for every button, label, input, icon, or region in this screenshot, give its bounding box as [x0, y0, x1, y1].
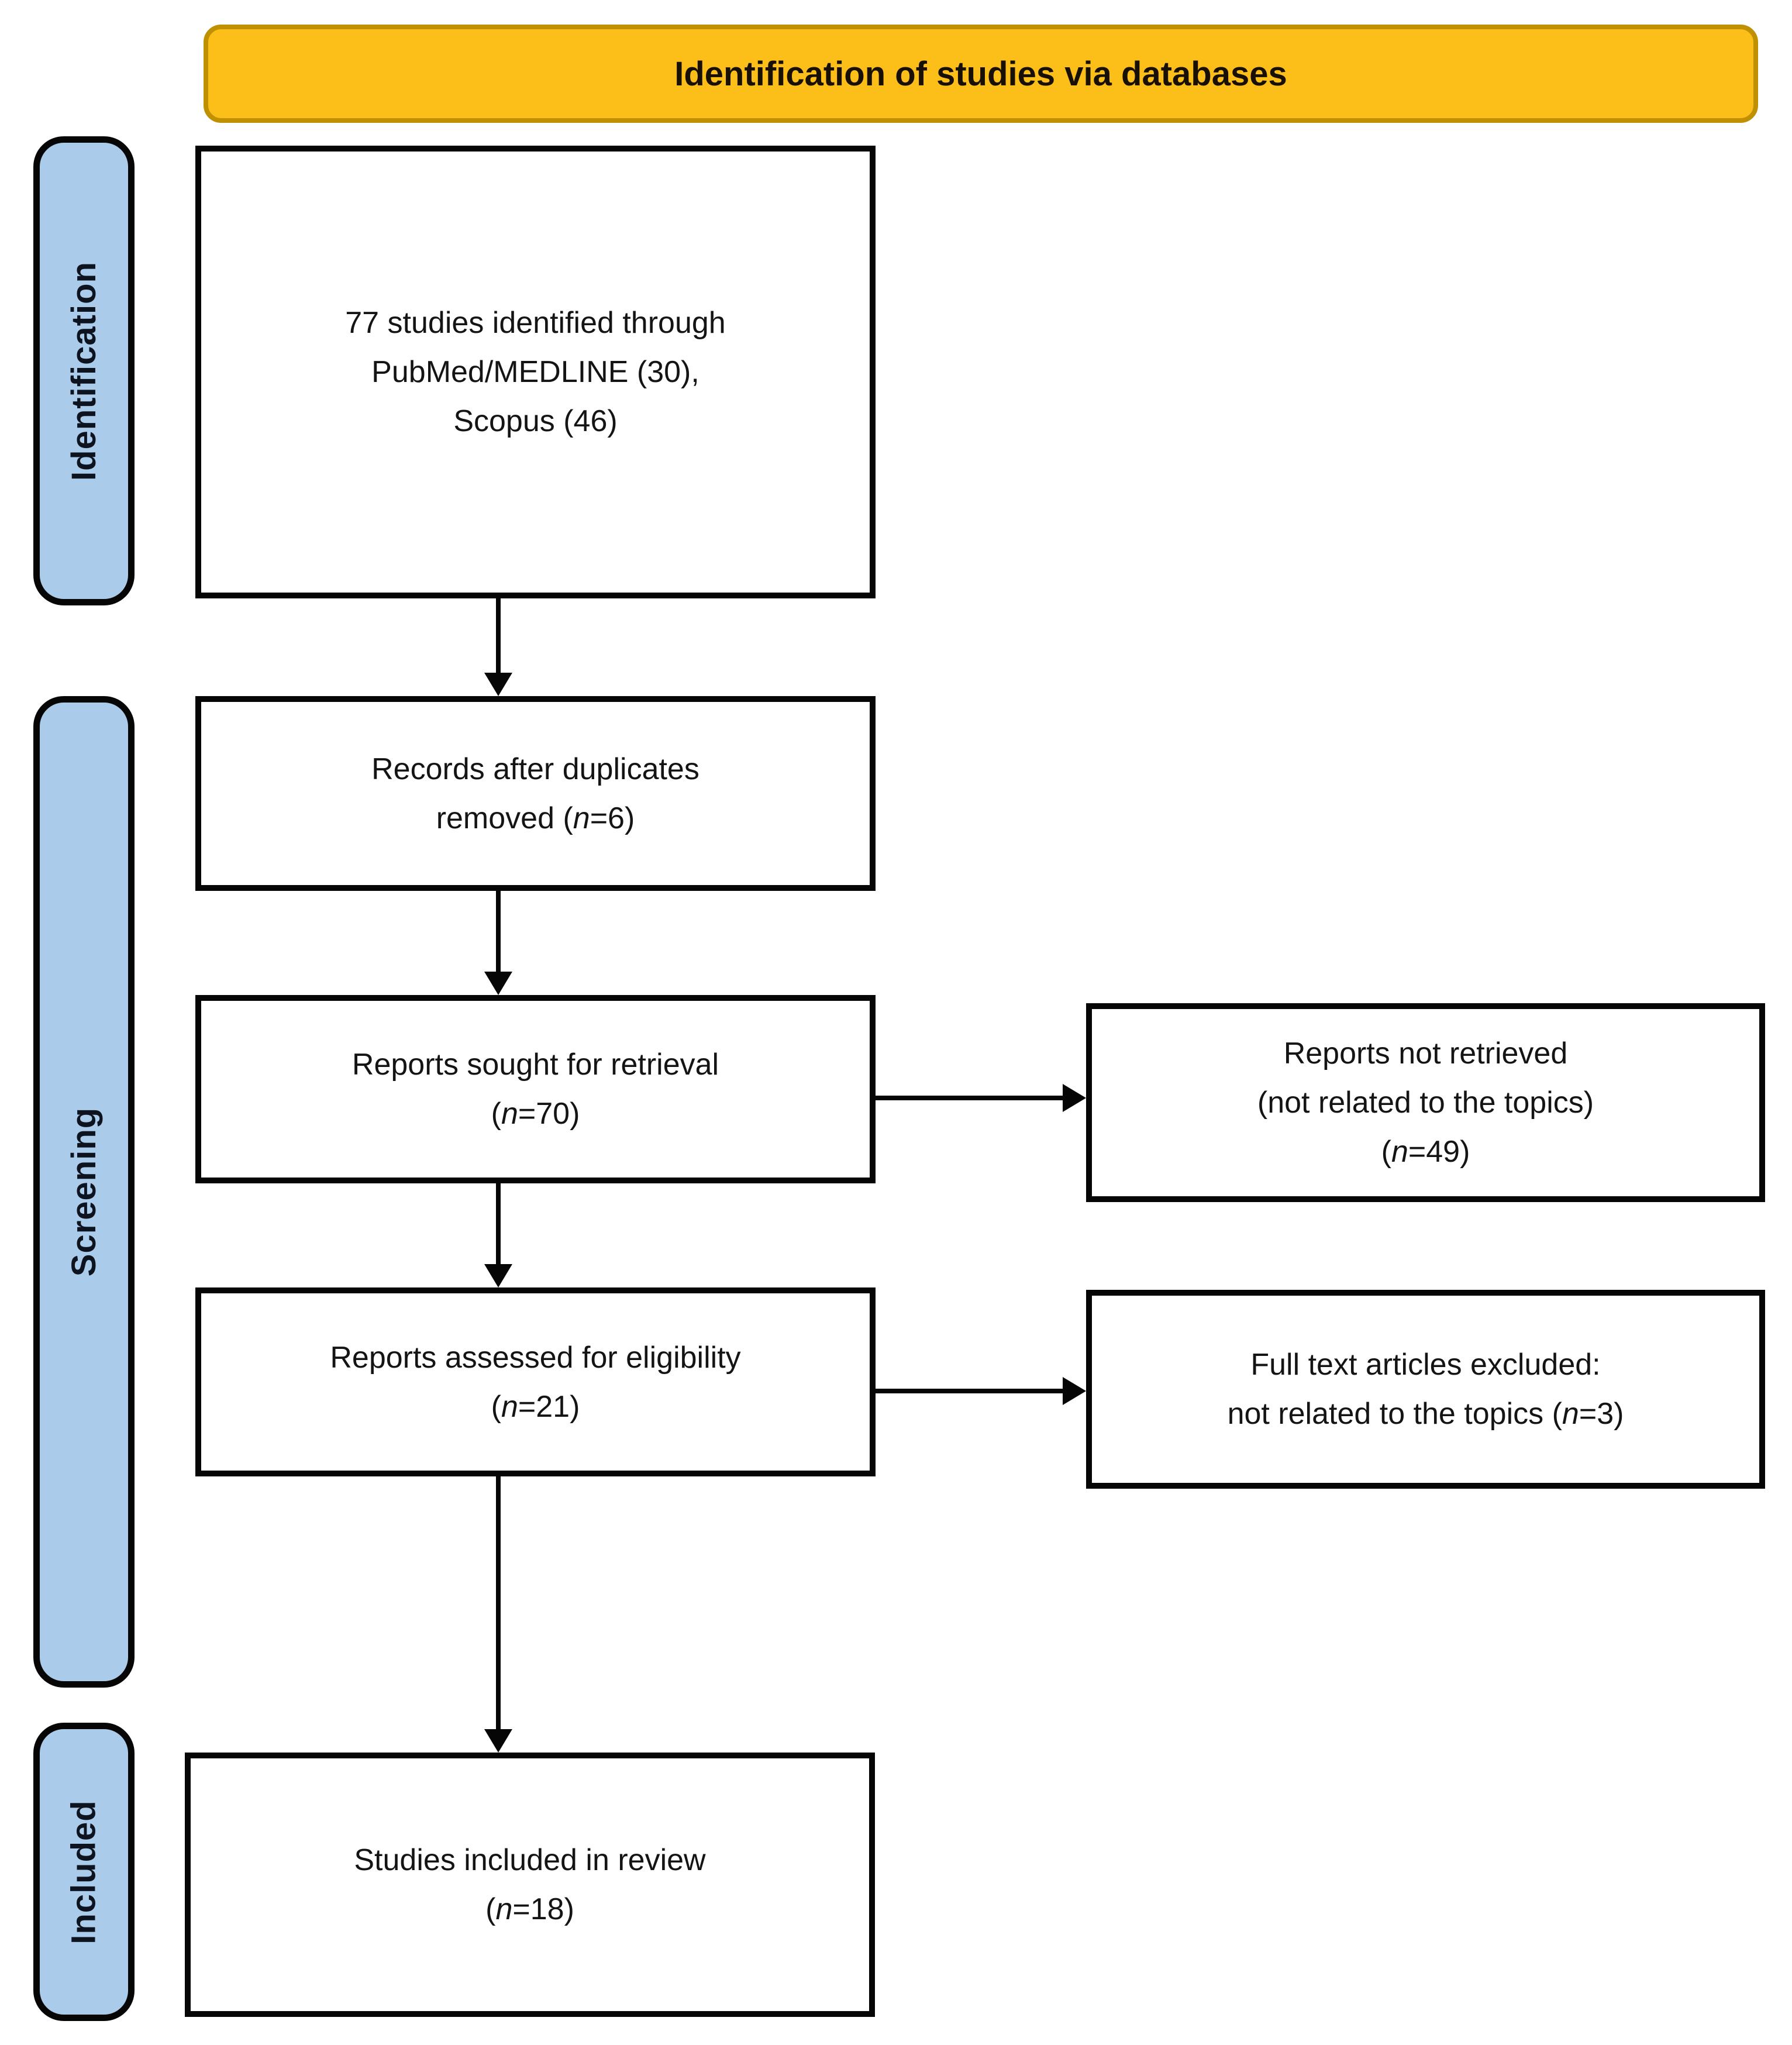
stage-label-screening: Screening [65, 1107, 103, 1277]
arrow-down-deduplicated-to-sought [496, 891, 501, 974]
box-text-line: Records after duplicates [371, 752, 699, 786]
box-text-line: (n=70) [491, 1089, 580, 1138]
box-text-line: (n=21) [491, 1382, 580, 1431]
arrowhead-down-icon [484, 1729, 512, 1753]
box-text-line: Scopus (46) [453, 404, 618, 438]
stage-bar-included: Included [33, 1723, 135, 2021]
box-reports-not-retrieved: Reports not retrieved (not related to th… [1086, 1003, 1765, 1202]
box-studies-identified: 77 studies identified through PubMed/MED… [195, 146, 876, 598]
n-italic: n [573, 801, 590, 835]
box-text-line: (n=49) [1381, 1127, 1470, 1176]
box-text-line: (n=18) [485, 1885, 574, 1934]
box-text-segment: =6) [590, 801, 635, 835]
box-text-segment: =70) [518, 1097, 580, 1131]
arrowhead-right-icon [1063, 1377, 1086, 1405]
box-full-text-articles-excluded: Full text articles excluded: not related… [1086, 1290, 1765, 1489]
box-text-line: not related to the topics (n=3) [1228, 1389, 1624, 1438]
box-text-segment: ( [485, 1892, 496, 1926]
stage-bar-screening: Screening [33, 696, 135, 1688]
box-text-segment: =21) [518, 1389, 580, 1424]
arrow-down-sought-to-assessed [496, 1183, 501, 1266]
arrow-right-sought-to-not-retrieved [876, 1096, 1065, 1100]
arrowhead-down-icon [484, 1264, 512, 1287]
box-text-line: removed (n=6) [436, 794, 635, 843]
box-text-segment: =49) [1408, 1135, 1470, 1169]
stage-bar-identification: Identification [33, 136, 135, 605]
banner-title: Identification of studies via databases [674, 54, 1287, 93]
arrow-right-assessed-to-excluded [876, 1389, 1065, 1393]
arrowhead-down-icon [484, 673, 512, 696]
n-italic: n [1562, 1397, 1579, 1431]
box-text-line: Reports assessed for eligibility [330, 1340, 741, 1375]
box-records-after-duplicates: Records after duplicates removed (n=6) [195, 696, 876, 891]
n-italic: n [501, 1097, 518, 1131]
box-text-segment: ( [491, 1097, 501, 1131]
box-text-line: 77 studies identified through [345, 306, 726, 340]
stage-label-included: Included [65, 1799, 103, 1944]
box-studies-included-in-review: Studies included in review (n=18) [185, 1753, 875, 2017]
arrow-down-identified-to-deduplicated [496, 598, 501, 675]
box-text-segment: ( [491, 1389, 501, 1424]
box-text-line: Studies included in review [354, 1843, 706, 1877]
box-text-segment: ( [1381, 1135, 1391, 1169]
box-text-segment: removed ( [436, 801, 573, 835]
box-text-line: Reports sought for retrieval [351, 1048, 719, 1082]
n-italic: n [1391, 1135, 1408, 1169]
box-text-segment: =18) [512, 1892, 574, 1926]
box-reports-sought-for-retrieval: Reports sought for retrieval (n=70) [195, 995, 876, 1183]
box-text-line: Reports not retrieved [1283, 1037, 1568, 1070]
banner-identification-via-databases: Identification of studies via databases [204, 25, 1758, 123]
box-text-segment: =3) [1579, 1397, 1624, 1431]
stage-label-identification: Identification [65, 261, 104, 481]
box-text-line: (not related to the topics) [1257, 1086, 1594, 1120]
box-text-segment: not related to the topics ( [1227, 1397, 1562, 1431]
n-italic: n [501, 1389, 518, 1424]
box-text-line: PubMed/MEDLINE (30), [371, 355, 699, 389]
arrowhead-right-icon [1063, 1084, 1086, 1112]
n-italic: n [495, 1892, 513, 1926]
box-reports-assessed-for-eligibility: Reports assessed for eligibility (n=21) [195, 1287, 876, 1476]
arrowhead-down-icon [484, 972, 512, 995]
box-text-line: Full text articles excluded: [1250, 1348, 1601, 1382]
arrow-down-assessed-to-included [496, 1476, 501, 1731]
